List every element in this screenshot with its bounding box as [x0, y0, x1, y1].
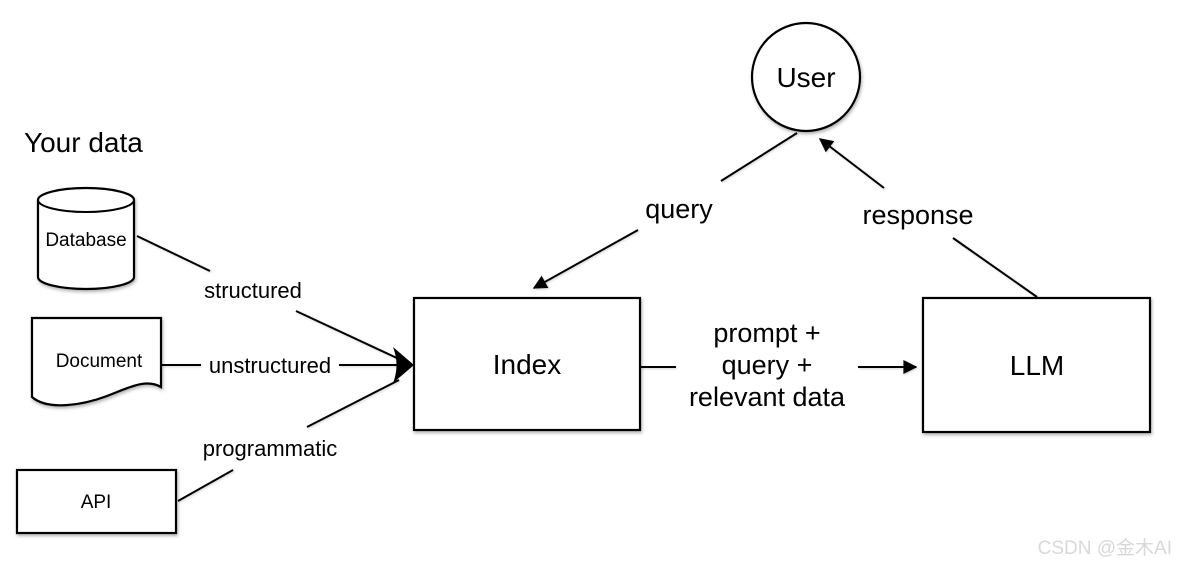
- llm-box: [921, 296, 1152, 434]
- database-label: Database: [45, 230, 126, 251]
- llm-label: LLM: [1010, 350, 1064, 381]
- response-user-arrow: [818, 138, 885, 189]
- structured-label: structured: [204, 278, 302, 303]
- index-label: Index: [493, 349, 562, 380]
- database-node: Database: [36, 186, 136, 291]
- user-query-line: [720, 132, 798, 182]
- query-index-arrow: [532, 229, 639, 289]
- api-programmatic-line: [177, 469, 234, 502]
- response-label: response: [862, 200, 973, 230]
- database-cylinder-rim: [37, 199, 135, 213]
- document-node: Document: [30, 316, 163, 407]
- prompt-line-1: prompt +: [713, 318, 820, 348]
- prompt-line-3: relevant data: [689, 382, 846, 412]
- structured-index-line: [295, 310, 400, 360]
- your-data-label: Your data: [24, 127, 143, 158]
- programmatic-label: programmatic: [203, 436, 337, 461]
- api-label: API: [81, 492, 112, 513]
- prompt-query-data-label: prompt + query + relevant data: [689, 318, 846, 412]
- document-shape-icon: [30, 316, 163, 407]
- index-node: Index: [412, 296, 642, 432]
- unstructured-label: unstructured: [209, 353, 331, 378]
- watermark: CSDN @金木AI: [1038, 537, 1172, 559]
- query-label: query: [645, 194, 713, 224]
- database-structured-line: [136, 235, 211, 272]
- llm-response-line: [952, 237, 1038, 298]
- programmatic-index-line: [306, 379, 400, 428]
- user-node: User: [750, 21, 862, 133]
- llm-node: LLM: [921, 296, 1152, 434]
- index-input-arrowhead-icon: [393, 347, 414, 383]
- database-cylinder-icon: [36, 186, 136, 291]
- api-box: [15, 468, 178, 535]
- index-box: [412, 296, 642, 432]
- api-node: API: [15, 468, 178, 535]
- prompt-line-2: query +: [722, 350, 813, 380]
- user-label: User: [776, 62, 835, 93]
- user-circle: [750, 21, 862, 133]
- document-label: Document: [56, 351, 143, 372]
